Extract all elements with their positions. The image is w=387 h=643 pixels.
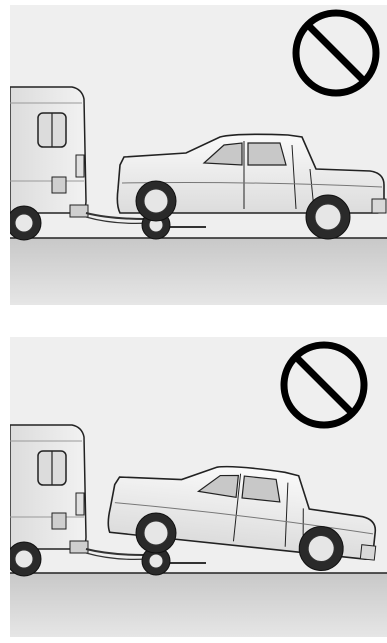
rv-hitch xyxy=(70,205,88,217)
ground-band xyxy=(10,573,387,637)
towing-illustration-top xyxy=(10,5,387,305)
figure-panel-bottom xyxy=(10,337,387,637)
ground-band xyxy=(10,238,387,305)
figure-panel-top xyxy=(10,5,387,305)
towing-illustration-bottom xyxy=(10,337,387,637)
rv-hitch xyxy=(70,541,88,553)
